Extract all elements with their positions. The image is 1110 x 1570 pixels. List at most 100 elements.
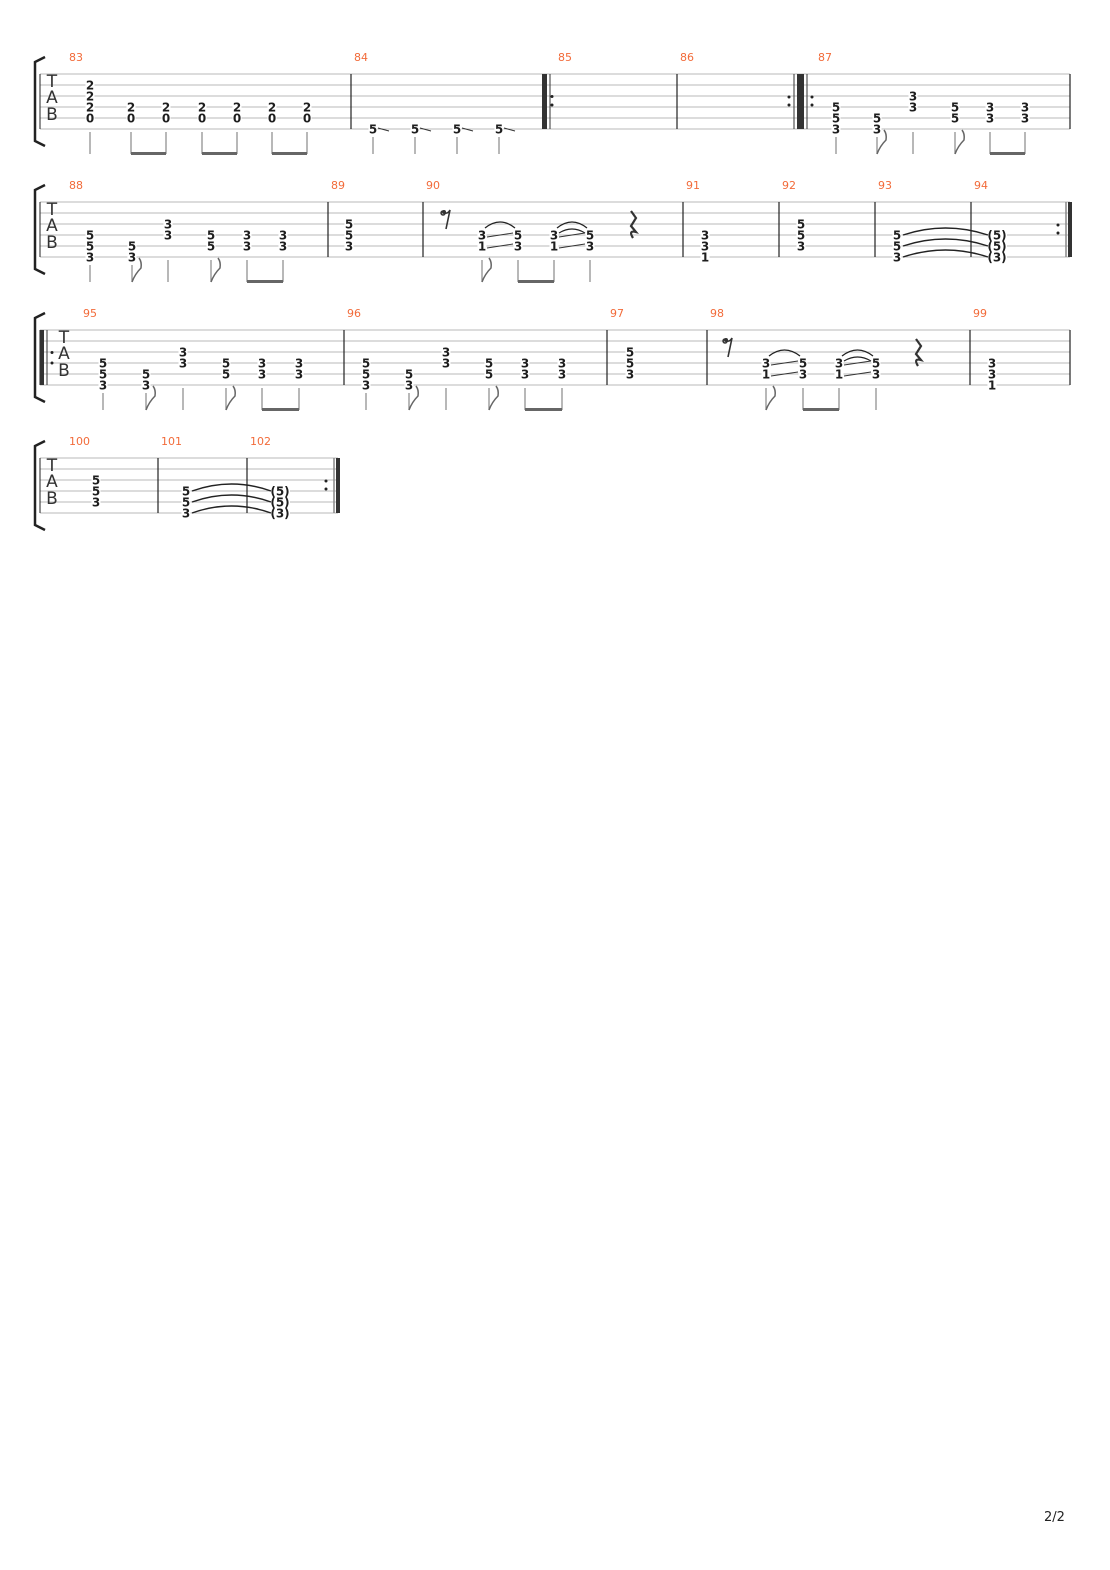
fret-mask [892, 241, 902, 251]
fret-number: 2 [303, 101, 311, 115]
fret-number: 3 [835, 357, 843, 371]
fret-mask [232, 113, 242, 123]
tab-note-chord: 20 [232, 101, 242, 154]
fret-number: 5 [182, 485, 190, 499]
tab-note-chord: 33 [985, 101, 995, 154]
quarter-rest-icon [914, 338, 925, 367]
fret-number: (3) [987, 251, 1006, 265]
tab-note-chord: 55 [206, 229, 221, 283]
fret-mask [549, 230, 559, 240]
fret-number: 3 [701, 229, 709, 243]
eighth-rest-dot [442, 210, 446, 214]
fret-number: (5) [270, 496, 289, 510]
tab-note-chord: 5 [494, 123, 516, 154]
fret-number: 1 [701, 251, 709, 265]
fret-number: 0 [233, 112, 241, 126]
tab-clef-letter: T [46, 200, 58, 220]
fret-mask [892, 252, 902, 262]
eighth-flag [408, 385, 419, 411]
fret-number: 3 [1021, 112, 1029, 126]
fret-number: 5 [142, 368, 150, 382]
measure-number: 86 [680, 51, 694, 64]
eighth-flag [145, 385, 156, 411]
fret-number: 5 [182, 496, 190, 510]
tie-arc [191, 483, 272, 492]
fret-number: 3 [986, 112, 994, 126]
fret-mask [181, 497, 191, 507]
fret-number: 3 [142, 379, 150, 393]
tie-arc [191, 505, 272, 514]
slur-arc [484, 221, 516, 229]
fret-number: 5 [86, 240, 94, 254]
tab-note-chord: 31 [834, 357, 844, 410]
fret-mask [91, 486, 101, 496]
fret-number: 5 [951, 101, 959, 115]
tie-arc [902, 227, 989, 236]
fret-mask [361, 380, 371, 390]
tab-note-chord: 20 [302, 101, 312, 154]
fret-mask [796, 241, 806, 251]
measure-number: 100 [69, 435, 90, 448]
fret-mask [178, 358, 188, 368]
fret-mask [761, 369, 771, 379]
fret-mask [513, 230, 523, 240]
tab-note-chord: 553 [181, 485, 191, 521]
fret-number: 3 [832, 123, 840, 137]
tab-note-chord: 53 [141, 368, 156, 411]
fret-mask [871, 369, 881, 379]
tab-note-chord: 53 [513, 229, 523, 282]
fret-mask [302, 102, 312, 112]
fret-mask [344, 241, 354, 251]
fret-number: 5 [514, 229, 522, 243]
measure-number: 96 [347, 307, 361, 320]
fret-mask [98, 369, 108, 379]
fret-mask [1020, 102, 1030, 112]
tab-note-chord: 33 [520, 357, 530, 410]
measure-number: 90 [426, 179, 440, 192]
fret-number: 5 [99, 368, 107, 382]
fret-mask [278, 241, 288, 251]
slide-line [486, 243, 514, 249]
fret-number: 3 [626, 368, 634, 382]
fret-number: 5 [92, 474, 100, 488]
tab-note-chord: 31 [549, 229, 559, 282]
fret-mask [85, 241, 95, 251]
fret-number: 3 [243, 240, 251, 254]
fret-mask [520, 358, 530, 368]
tab-note-chord: 5 [410, 123, 432, 154]
fret-number: 3 [988, 357, 996, 371]
repeat-dot [1056, 231, 1060, 235]
tab-note-chord: 20 [267, 101, 277, 154]
slur-arc [768, 349, 801, 357]
fret-number: 3 [164, 218, 172, 232]
fret-number: 3 [182, 507, 190, 521]
fret-mask [163, 219, 173, 229]
fret-number: 3 [179, 346, 187, 360]
fret-mask [834, 369, 844, 379]
slide-mark [461, 127, 474, 132]
measure-number: 89 [331, 179, 345, 192]
fret-number: 5 [626, 357, 634, 371]
tab-note-chord: 553 [625, 346, 635, 382]
fret-number: 3 [986, 101, 994, 115]
fret-mask [585, 230, 595, 240]
fret-number: (5) [270, 485, 289, 499]
fret-mask [257, 369, 267, 379]
fret-mask [985, 102, 995, 112]
fret-number: 3 [128, 251, 136, 265]
tab-note-chord: 55 [484, 357, 499, 411]
tab-note-chord: 33 [294, 357, 304, 410]
repeat-dot [50, 351, 54, 354]
fret-mask [452, 124, 462, 134]
tab-note-chord: 53 [871, 357, 881, 410]
tab-note-chord: 331 [700, 229, 710, 265]
fret-mask [302, 113, 312, 123]
fret-mask [267, 113, 277, 123]
fret-mask [221, 369, 231, 379]
